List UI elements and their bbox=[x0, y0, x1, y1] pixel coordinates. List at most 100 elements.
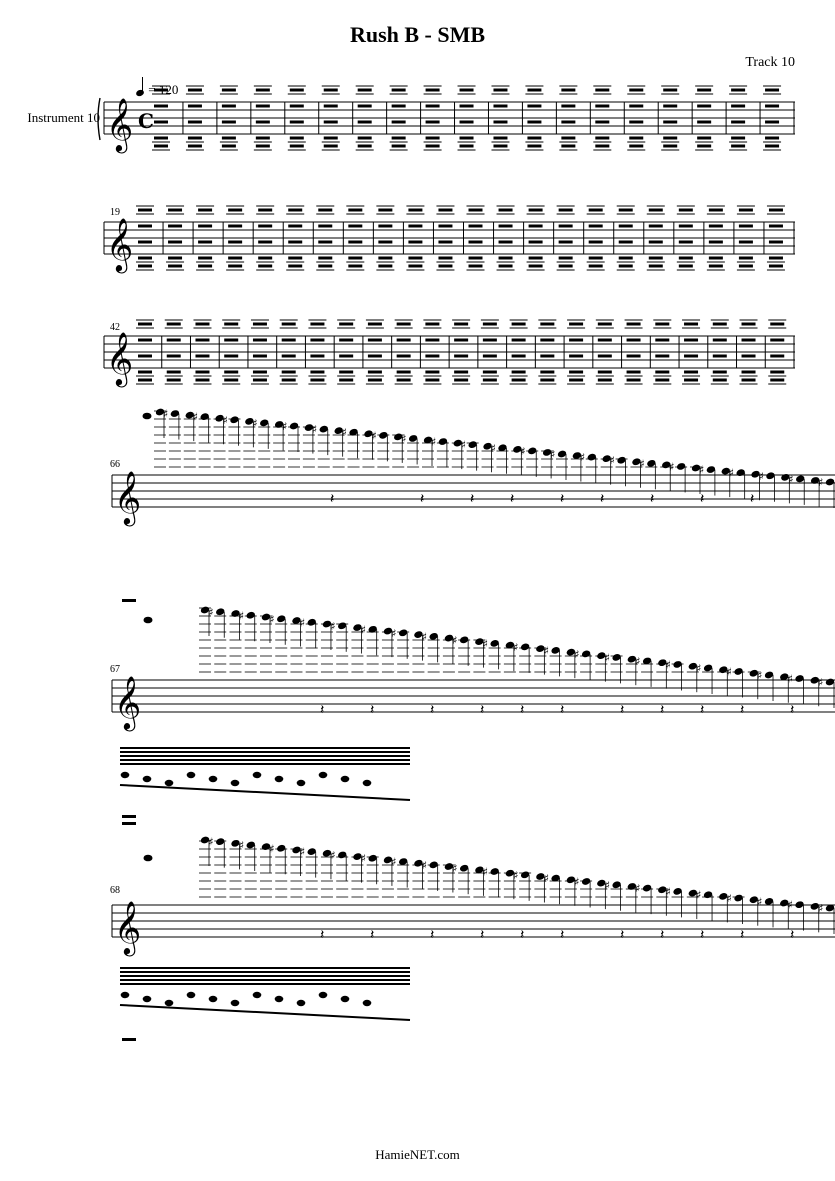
run-note bbox=[764, 671, 774, 679]
note-bar bbox=[493, 144, 508, 148]
sharp-icon: ♯ bbox=[391, 627, 396, 640]
note-bar bbox=[741, 338, 756, 342]
note-bar bbox=[511, 322, 526, 326]
note-bar bbox=[597, 378, 612, 382]
run-note bbox=[597, 879, 606, 887]
cluster-note bbox=[296, 779, 306, 787]
note-bar bbox=[166, 370, 181, 374]
note-bar bbox=[228, 256, 243, 260]
note-bar bbox=[738, 224, 753, 228]
run-note bbox=[483, 442, 492, 450]
note-bar bbox=[663, 104, 678, 108]
note-bar bbox=[511, 354, 526, 358]
run-note bbox=[749, 669, 758, 677]
note-bar bbox=[425, 136, 440, 140]
run-note bbox=[749, 896, 758, 904]
run-note bbox=[612, 654, 621, 661]
note-bar bbox=[408, 208, 423, 212]
note-bar bbox=[459, 144, 474, 148]
note-bar bbox=[459, 88, 474, 92]
note-bar bbox=[367, 338, 382, 342]
run-note bbox=[277, 615, 286, 623]
footer-site: HamieNET.com bbox=[375, 1147, 460, 1162]
note-bar bbox=[425, 322, 440, 326]
note-bar bbox=[138, 322, 152, 326]
note-bar bbox=[731, 144, 746, 148]
rest-icon: 𝄽 bbox=[320, 702, 324, 718]
note-bar bbox=[252, 322, 267, 326]
sharp-icon: ♯ bbox=[788, 473, 793, 486]
note-bar bbox=[198, 224, 213, 228]
run-note bbox=[261, 843, 271, 850]
treble-clef-icon: 𝄞 bbox=[106, 217, 133, 273]
note-bar bbox=[318, 224, 333, 228]
sharp-icon: ♯ bbox=[610, 454, 615, 467]
cluster-note bbox=[142, 995, 152, 1003]
note-bar bbox=[187, 120, 202, 124]
score-title: Rush B - SMB bbox=[349, 22, 486, 47]
sharp-icon: ♯ bbox=[342, 426, 347, 439]
run-note bbox=[260, 419, 269, 427]
note-bar bbox=[323, 144, 338, 148]
note-bar bbox=[367, 378, 382, 382]
note-bar bbox=[540, 338, 555, 342]
note-bar bbox=[498, 256, 513, 260]
track-label: Track 10 bbox=[745, 55, 795, 70]
rest-icon: 𝄽 bbox=[510, 491, 514, 507]
run-note bbox=[581, 650, 591, 658]
high-note bbox=[142, 412, 152, 420]
sharp-icon: ♯ bbox=[605, 879, 610, 892]
note-bar bbox=[425, 378, 440, 382]
note-bar bbox=[540, 378, 555, 382]
run-note bbox=[566, 648, 576, 656]
note-bar bbox=[629, 120, 644, 124]
rest-icon: 𝄽 bbox=[560, 927, 564, 943]
sharp-icon: ♯ bbox=[452, 862, 457, 875]
sharp-icon: ♯ bbox=[666, 885, 671, 898]
note-bar bbox=[731, 120, 746, 124]
note-bar bbox=[378, 256, 393, 260]
run-note bbox=[557, 450, 567, 458]
note-bar bbox=[655, 378, 670, 382]
note-bar bbox=[741, 370, 756, 374]
note-bar bbox=[378, 264, 393, 268]
note-bar bbox=[138, 256, 152, 260]
note-bar bbox=[438, 224, 453, 228]
note-bar bbox=[408, 240, 423, 244]
run-note bbox=[459, 864, 469, 872]
note-bar bbox=[198, 256, 213, 260]
note-bar bbox=[770, 378, 785, 382]
note-bar bbox=[154, 144, 168, 148]
note-bar bbox=[588, 264, 603, 268]
sharp-icon: ♯ bbox=[461, 439, 466, 452]
note-bar bbox=[770, 322, 785, 326]
note-bar bbox=[595, 104, 610, 108]
note-bar bbox=[708, 240, 723, 244]
note-bar bbox=[391, 120, 406, 124]
note-bar bbox=[154, 88, 168, 92]
cluster-note bbox=[120, 771, 130, 779]
run-note bbox=[505, 641, 515, 649]
run-note bbox=[304, 424, 314, 431]
note-bar bbox=[408, 224, 423, 228]
run-note bbox=[627, 655, 637, 663]
note-bar bbox=[252, 370, 267, 374]
sharp-icon: ♯ bbox=[544, 644, 549, 657]
run-note bbox=[662, 461, 671, 469]
run-note bbox=[719, 893, 728, 900]
note-bar bbox=[438, 256, 453, 260]
run-note bbox=[277, 844, 286, 852]
note-bar bbox=[697, 120, 712, 124]
sharp-icon: ♯ bbox=[727, 665, 732, 678]
run-note bbox=[338, 851, 347, 859]
sharp-icon: ♯ bbox=[431, 436, 436, 449]
note-bar bbox=[310, 322, 325, 326]
note-bar bbox=[138, 378, 152, 382]
run-note bbox=[319, 425, 328, 433]
note-bar bbox=[561, 88, 576, 92]
high-note bbox=[143, 854, 153, 862]
note-bar bbox=[648, 224, 663, 228]
note-bar bbox=[569, 338, 584, 342]
run-note bbox=[676, 463, 686, 470]
note-bar bbox=[569, 354, 584, 358]
